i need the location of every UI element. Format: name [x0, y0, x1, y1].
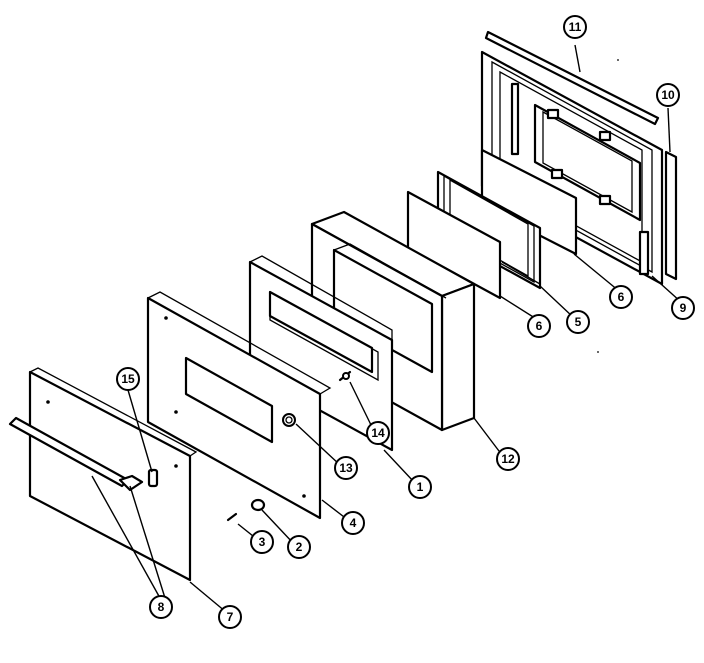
callout-label: 15 [121, 372, 135, 386]
callout-11: 11 [563, 15, 587, 39]
callout-9: 9 [671, 296, 695, 320]
callout-label: 1 [417, 480, 424, 494]
part-handle-end-cap [147, 468, 159, 488]
callout-label: 9 [680, 301, 687, 315]
callout-4: 4 [341, 511, 365, 535]
callout-label: 8 [158, 600, 165, 614]
part-glass-retainer-rear [480, 148, 578, 256]
callout-6-rear: 6 [609, 285, 633, 309]
part-glass-panel-front [406, 190, 502, 300]
part-screw-3 [226, 512, 238, 522]
callout-13: 13 [334, 456, 358, 480]
callout-label: 7 [227, 610, 234, 624]
part-side-trim [664, 150, 678, 281]
callout-label: 3 [259, 535, 266, 549]
callout-2: 2 [287, 535, 311, 559]
callout-7: 7 [218, 605, 242, 629]
part-screw-14 [338, 370, 352, 382]
part-outer-door-panel [146, 291, 332, 520]
callout-label: 5 [575, 315, 582, 329]
callout-6-front: 6 [527, 314, 551, 338]
callout-label: 4 [350, 516, 357, 530]
callout-5: 5 [566, 310, 590, 334]
callout-3: 3 [250, 530, 274, 554]
callout-label: 11 [569, 20, 582, 34]
callout-14: 14 [366, 421, 390, 445]
part-door-handle [8, 416, 144, 492]
callout-label: 13 [339, 461, 353, 475]
callout-12: 12 [496, 447, 520, 471]
callout-15: 15 [116, 367, 140, 391]
part-grommet-13 [282, 413, 296, 427]
callout-label: 2 [296, 540, 303, 554]
callout-label: 6 [536, 319, 543, 333]
part-window-baffle [248, 255, 394, 452]
part-inner-door-liner [480, 50, 664, 286]
callout-8: 8 [149, 595, 173, 619]
callout-1: 1 [408, 475, 432, 499]
leader-lines [91, 44, 682, 613]
part-bumper-2 [250, 498, 266, 512]
part-insulation-box [310, 210, 476, 432]
part-top-trim [484, 30, 660, 126]
callout-label: 6 [618, 290, 625, 304]
callout-label: 14 [371, 426, 385, 440]
callout-label: 12 [501, 452, 515, 466]
callout-10: 10 [656, 83, 680, 107]
callout-label: 10 [661, 88, 675, 102]
